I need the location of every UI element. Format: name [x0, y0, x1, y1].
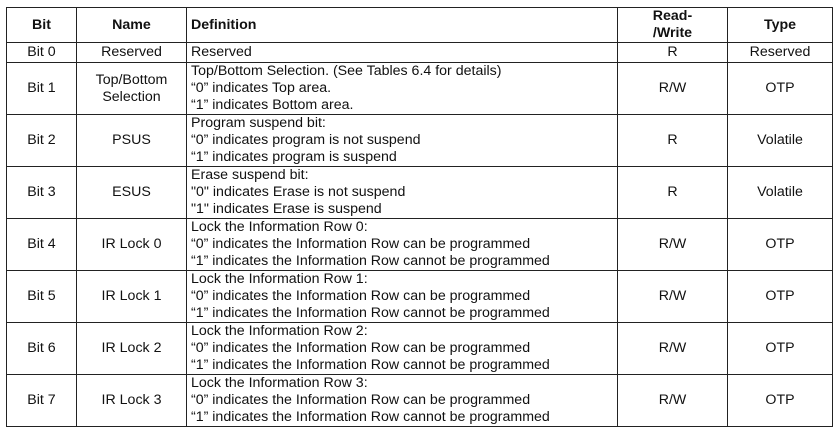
cell-read-write: R/W [617, 270, 728, 323]
cell-name-line: Top/Bottom [95, 71, 168, 88]
cell-read-write: R [617, 42, 728, 63]
cell-name: IR Lock 3 [76, 374, 187, 427]
cell-name-line: IR Lock 1 [101, 288, 162, 304]
cell-definition: Reserved [186, 42, 618, 63]
cell-name-line: Selection [102, 88, 161, 105]
cell-definition: Top/Bottom Selection. (See Tables 6.4 fo… [186, 62, 618, 115]
cell-definition-line: Lock the Information Row 1: [191, 271, 368, 287]
cell-definition-line: Reserved [191, 44, 252, 60]
cell-definition-line: "1" indicates Erase is suspend [191, 201, 382, 217]
header-type: Type [727, 7, 833, 43]
table-header-row: Bit Name Definition Read- /Write Type [6, 7, 833, 43]
table-row: Bit 4 IR Lock 0 Lock the Information Row 0… [6, 218, 833, 271]
cell-type: OTP [727, 322, 833, 375]
cell-definition-line: “1” indicates program is suspend [191, 149, 397, 165]
cell-type: Volatile [727, 166, 833, 219]
cell-definition-line: “0” indicates Top area. [191, 80, 332, 96]
header-name: Name [76, 7, 187, 43]
cell-bit: Bit 1 [6, 62, 77, 115]
table-row: Bit 6 IR Lock 2 Lock the Information Row 2… [6, 322, 833, 375]
cell-bit: Bit 3 [6, 166, 77, 219]
register-table-container: Bit Name Definition Read- /Write Type Bi… [6, 7, 833, 427]
cell-type: OTP [727, 270, 833, 323]
header-bit: Bit [6, 7, 77, 43]
header-read-write-line1: Read- [652, 8, 693, 24]
cell-definition-line: “1” indicates Bottom area. [191, 97, 354, 113]
cell-bit: Bit 5 [6, 270, 77, 323]
cell-type: Reserved [727, 42, 833, 63]
cell-definition-line: Lock the Information Row 3: [191, 375, 368, 391]
cell-definition-line: Erase suspend bit: [191, 167, 309, 183]
cell-read-write: R [617, 114, 728, 167]
cell-bit: Bit 0 [6, 42, 77, 63]
cell-type: OTP [727, 218, 833, 271]
cell-name: IR Lock 2 [76, 322, 187, 375]
cell-name: PSUS [76, 114, 187, 167]
cell-name: IR Lock 1 [76, 270, 187, 323]
cell-definition-line: “0” indicates the Information Row can be… [191, 392, 531, 408]
cell-bit: Bit 7 [6, 374, 77, 427]
cell-type: OTP [727, 374, 833, 427]
cell-bit: Bit 4 [6, 218, 77, 271]
cell-definition-line: “0” indicates the Information Row can be… [191, 288, 531, 304]
cell-definition: Program suspend bit:“0” indicates progra… [186, 114, 618, 167]
header-definition: Definition [186, 7, 618, 43]
cell-type: Volatile [727, 114, 833, 167]
table-row: Bit 2 PSUS Program suspend bit:“0” indicat… [6, 114, 833, 167]
cell-read-write: R/W [617, 322, 728, 375]
cell-definition-line: “1” indicates the Information Row cannot… [191, 305, 550, 321]
cell-definition: Lock the Information Row 3:“0” indicates… [186, 374, 618, 427]
cell-definition-line: Program suspend bit: [191, 115, 326, 131]
cell-definition: Lock the Information Row 0:“0” indicates… [186, 218, 618, 271]
cell-definition-line: Top/Bottom Selection. (See Tables 6.4 fo… [191, 63, 502, 79]
cell-bit: Bit 2 [6, 114, 77, 167]
cell-name-line: IR Lock 0 [101, 236, 162, 252]
cell-definition: Erase suspend bit:"0" indicates Erase is… [186, 166, 618, 219]
cell-definition: Lock the Information Row 2:“0” indicates… [186, 322, 618, 375]
cell-read-write: R [617, 166, 728, 219]
cell-name: Reserved [76, 42, 187, 63]
cell-definition-line: Lock the Information Row 0: [191, 219, 368, 235]
cell-read-write: R/W [617, 374, 728, 427]
cell-name-line: PSUS [112, 132, 151, 148]
cell-name: IR Lock 0 [76, 218, 187, 271]
cell-read-write: R/W [617, 218, 728, 271]
cell-definition-line: “1” indicates the Information Row cannot… [191, 409, 550, 425]
header-read-write-line2: /Write [652, 25, 693, 41]
cell-name: ESUS [76, 166, 187, 219]
cell-definition-line: “1” indicates the Information Row cannot… [191, 357, 550, 373]
cell-name-line: ESUS [112, 184, 151, 200]
register-table: Bit Name Definition Read- /Write Type Bi… [6, 7, 833, 427]
table-row: Bit 3 ESUS Erase suspend bit:"0" indicates… [6, 166, 833, 219]
cell-definition-line: “0” indicates the Information Row can be… [191, 236, 531, 252]
cell-definition-line: "0" indicates Erase is not suspend [191, 184, 406, 200]
table-row: Bit 5 IR Lock 1 Lock the Information Row 1… [6, 270, 833, 323]
cell-type: OTP [727, 62, 833, 115]
cell-definition: Lock the Information Row 1:“0” indicates… [186, 270, 618, 323]
cell-name-line: IR Lock 2 [101, 340, 162, 356]
cell-definition-line: Lock the Information Row 2: [191, 323, 368, 339]
cell-name-line: Reserved [101, 44, 162, 60]
cell-bit: Bit 6 [6, 322, 77, 375]
cell-definition-line: “0” indicates the Information Row can be… [191, 340, 531, 356]
cell-definition-line: “0” indicates program is not suspend [191, 132, 421, 148]
header-read-write: Read- /Write [617, 7, 728, 43]
table-row: Bit 7 IR Lock 3 Lock the Information Row 3… [6, 374, 833, 427]
cell-definition-line: “1” indicates the Information Row cannot… [191, 253, 550, 269]
cell-name-line: IR Lock 3 [101, 392, 162, 408]
cell-read-write: R/W [617, 62, 728, 115]
